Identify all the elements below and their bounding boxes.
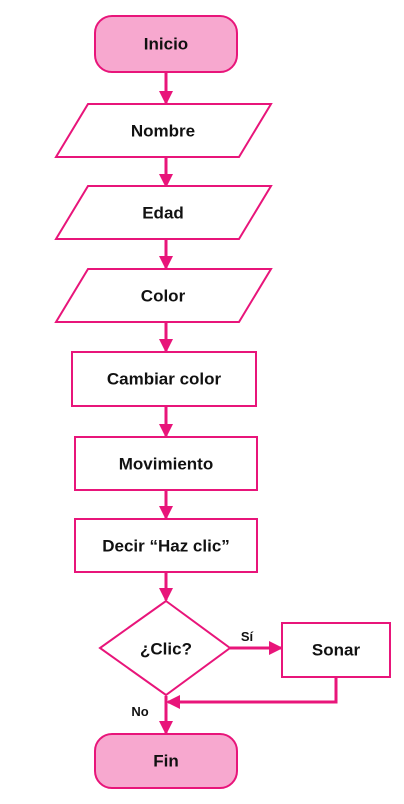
node-name-label: Nombre (131, 122, 195, 141)
node-say: Decir “Haz clic” (74, 518, 258, 573)
node-start-label: Inicio (144, 35, 188, 54)
node-change-color-label: Cambiar color (107, 370, 222, 389)
edge-label-yes: Sí (241, 629, 254, 644)
node-sound: Sonar (281, 622, 391, 678)
node-end-shape (94, 733, 238, 789)
node-movement: Movimiento (74, 436, 258, 491)
node-sound-label: Sonar (312, 641, 361, 660)
node-decision-label: ¿Clic? (140, 640, 192, 659)
node-end: Fin (94, 733, 238, 789)
node-change-color-shape (71, 351, 257, 407)
node-color-label: Color (141, 287, 186, 306)
node-movement-shape (74, 436, 258, 491)
node-start-shape (94, 15, 238, 73)
node-name: Nombre (54, 103, 273, 158)
edges (159, 72, 338, 735)
node-sound-shape (281, 622, 391, 678)
node-say-shape (74, 518, 258, 573)
node-color: Color (54, 268, 273, 323)
edge-label-no: No (131, 704, 148, 719)
node-decision-shape (98, 599, 232, 697)
node-end-label: Fin (153, 752, 179, 771)
node-age: Edad (54, 185, 273, 240)
node-start: Inicio (94, 15, 238, 73)
node-decision: ¿Clic? (98, 599, 232, 697)
node-color-shape (54, 268, 273, 323)
node-age-shape (54, 185, 273, 240)
node-age-label: Edad (142, 204, 184, 223)
node-name-shape (54, 103, 273, 158)
node-change-color: Cambiar color (71, 351, 257, 407)
node-movement-label: Movimiento (119, 455, 213, 474)
arrow-sound-to-end (166, 677, 338, 709)
node-say-label: Decir “Haz clic” (102, 537, 230, 556)
